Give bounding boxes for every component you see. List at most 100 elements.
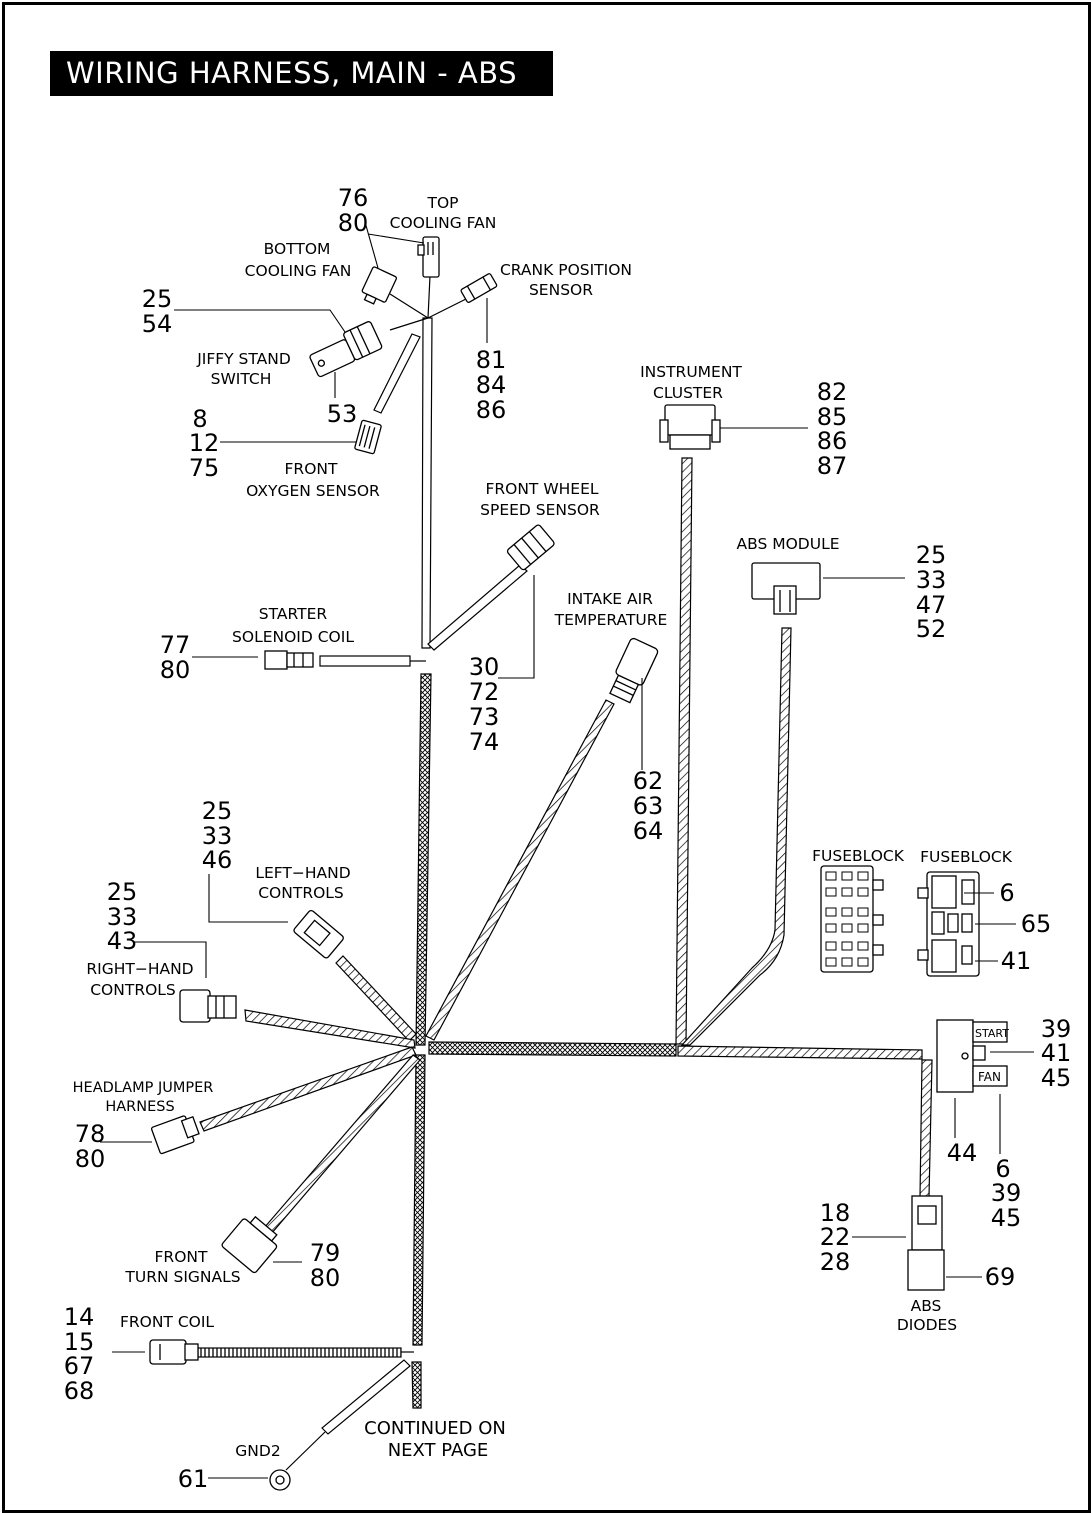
ref-25-rh: 25: [107, 878, 138, 906]
fuse-cell: [857, 871, 869, 881]
ref-25-abs: 25: [916, 541, 947, 569]
ref-82: 82: [817, 378, 848, 406]
label-fuseblock-left: FUSEBLOCK: [812, 847, 905, 865]
label-bottom-cooling-fan-1: BOTTOM: [264, 240, 331, 258]
jiffy-stand-switch-connector: [309, 321, 383, 378]
ref-6-relay: 6: [995, 1155, 1010, 1183]
ref-84: 84: [476, 371, 507, 399]
ref-14: 14: [64, 1303, 95, 1331]
ref-33-abs: 33: [916, 566, 947, 594]
fuse-cells: [825, 871, 869, 967]
start-relay-tag: START: [975, 1027, 1009, 1040]
fuse-cell: [841, 957, 853, 967]
ref-25: 25: [142, 285, 173, 313]
ref-28: 28: [820, 1248, 851, 1276]
ref-6-fuse: 6: [999, 879, 1014, 907]
ref-8: 8: [192, 405, 207, 433]
fuse-cell: [825, 871, 837, 881]
ref-46: 46: [202, 846, 233, 874]
label-jiffy-stand-2: SWITCH: [211, 370, 272, 388]
page-title: WIRING HARNESS, MAIN - ABS: [50, 51, 553, 96]
ref-81: 81: [476, 346, 507, 374]
fuse-cell: [857, 923, 869, 933]
ref-33-lh: 33: [202, 822, 233, 850]
leader-lines: [100, 221, 1034, 1479]
label-bottom-cooling-fan-2: COOLING FAN: [245, 262, 352, 280]
ref-80-headlamp: 80: [75, 1145, 106, 1173]
component-labels: TOP COOLING FAN BOTTOM COOLING FAN CRANK…: [73, 194, 1013, 1461]
ref-53: 53: [327, 400, 358, 428]
ref-74: 74: [469, 728, 500, 756]
ref-69: 69: [985, 1263, 1016, 1291]
label-abs-module: ABS MODULE: [736, 535, 839, 553]
fuse-cell: [841, 871, 853, 881]
front-coil-connector: [149, 1339, 199, 1365]
abs-module-connector: [751, 562, 821, 615]
top-cooling-fan-connector: [417, 236, 440, 278]
ref-12: 12: [189, 429, 220, 457]
fuse-cell: [825, 887, 837, 897]
ref-76: 76: [338, 184, 369, 212]
headlamp-jumper-connector: [150, 1115, 200, 1155]
fuse-cell: [857, 941, 869, 951]
label-abs-diodes-1: ABS: [911, 1297, 942, 1315]
ref-68: 68: [64, 1377, 95, 1405]
ref-41: 41: [1041, 1039, 1072, 1067]
label-left-hand-2: CONTROLS: [258, 884, 344, 902]
fuse-cell: [825, 907, 837, 917]
gnd2-ring-terminal: [269, 1469, 291, 1491]
label-starter-solenoid-2: SOLENOID COIL: [232, 628, 354, 646]
ref-54: 54: [142, 310, 173, 338]
label-front-wheel-1: FRONT WHEEL: [485, 480, 598, 498]
right-hand-controls-connector: [179, 989, 237, 1023]
label-gnd2: GND2: [235, 1442, 280, 1460]
harness-trunks: [197, 317, 933, 1471]
ref-18: 18: [820, 1199, 851, 1227]
ref-86: 86: [476, 396, 507, 424]
ref-80-turn: 80: [310, 1264, 341, 1292]
ref-63: 63: [633, 792, 664, 820]
label-intake-air-1: INTAKE AIR: [567, 590, 653, 608]
ref-61: 61: [178, 1465, 209, 1493]
label-front-oxygen-1: FRONT: [285, 460, 338, 478]
label-starter-solenoid-1: STARTER: [259, 605, 328, 623]
label-front-coil: FRONT COIL: [120, 1313, 214, 1331]
fan-relay-tag: FAN: [978, 1070, 1001, 1084]
ref-15: 15: [64, 1328, 95, 1356]
ref-72: 72: [469, 678, 500, 706]
label-front-oxygen-2: OXYGEN SENSOR: [246, 482, 380, 500]
label-front-wheel-2: SPEED SENSOR: [480, 501, 600, 519]
ref-75: 75: [189, 454, 220, 482]
fuse-cell: [825, 941, 837, 951]
ref-65: 65: [1021, 910, 1052, 938]
label-crank-position-2: SENSOR: [529, 281, 593, 299]
fuseblock-right: [917, 871, 980, 977]
ref-67: 67: [64, 1352, 95, 1380]
label-headlamp-2: HARNESS: [105, 1099, 174, 1115]
label-turn-signals-2: TURN SIGNALS: [124, 1268, 240, 1286]
intake-air-temperature-connector: [609, 637, 659, 704]
ref-44: 44: [947, 1139, 978, 1167]
starter-solenoid-connector: [264, 650, 314, 670]
ref-86b: 86: [817, 427, 848, 455]
ref-73: 73: [469, 703, 500, 731]
continued-line-1: CONTINUED ON: [364, 1418, 506, 1439]
label-turn-signals-1: FRONT: [155, 1248, 208, 1266]
ref-77: 77: [160, 631, 191, 659]
reference-numbers: 76 80 25 54 53 81 84 86 8 12 75 82 85 86…: [64, 184, 1072, 1493]
ref-45-relay: 45: [991, 1204, 1022, 1232]
ref-43: 43: [107, 927, 138, 955]
ref-80-starter: 80: [160, 656, 191, 684]
ref-41-fuse: 41: [1001, 947, 1032, 975]
label-abs-diodes-2: DIODES: [897, 1316, 957, 1334]
ref-33-rh: 33: [107, 903, 138, 931]
label-fuseblock-right: FUSEBLOCK: [920, 848, 1013, 866]
ref-45: 45: [1041, 1064, 1072, 1092]
left-hand-controls-connector: [293, 909, 344, 959]
label-jiffy-stand-1: JIFFY STAND: [196, 350, 291, 368]
ref-85: 85: [817, 403, 848, 431]
ref-30: 30: [469, 653, 500, 681]
fuse-cell: [841, 941, 853, 951]
label-headlamp-1: HEADLAMP JUMPER: [73, 1080, 214, 1096]
relay-block: [936, 1019, 1008, 1093]
